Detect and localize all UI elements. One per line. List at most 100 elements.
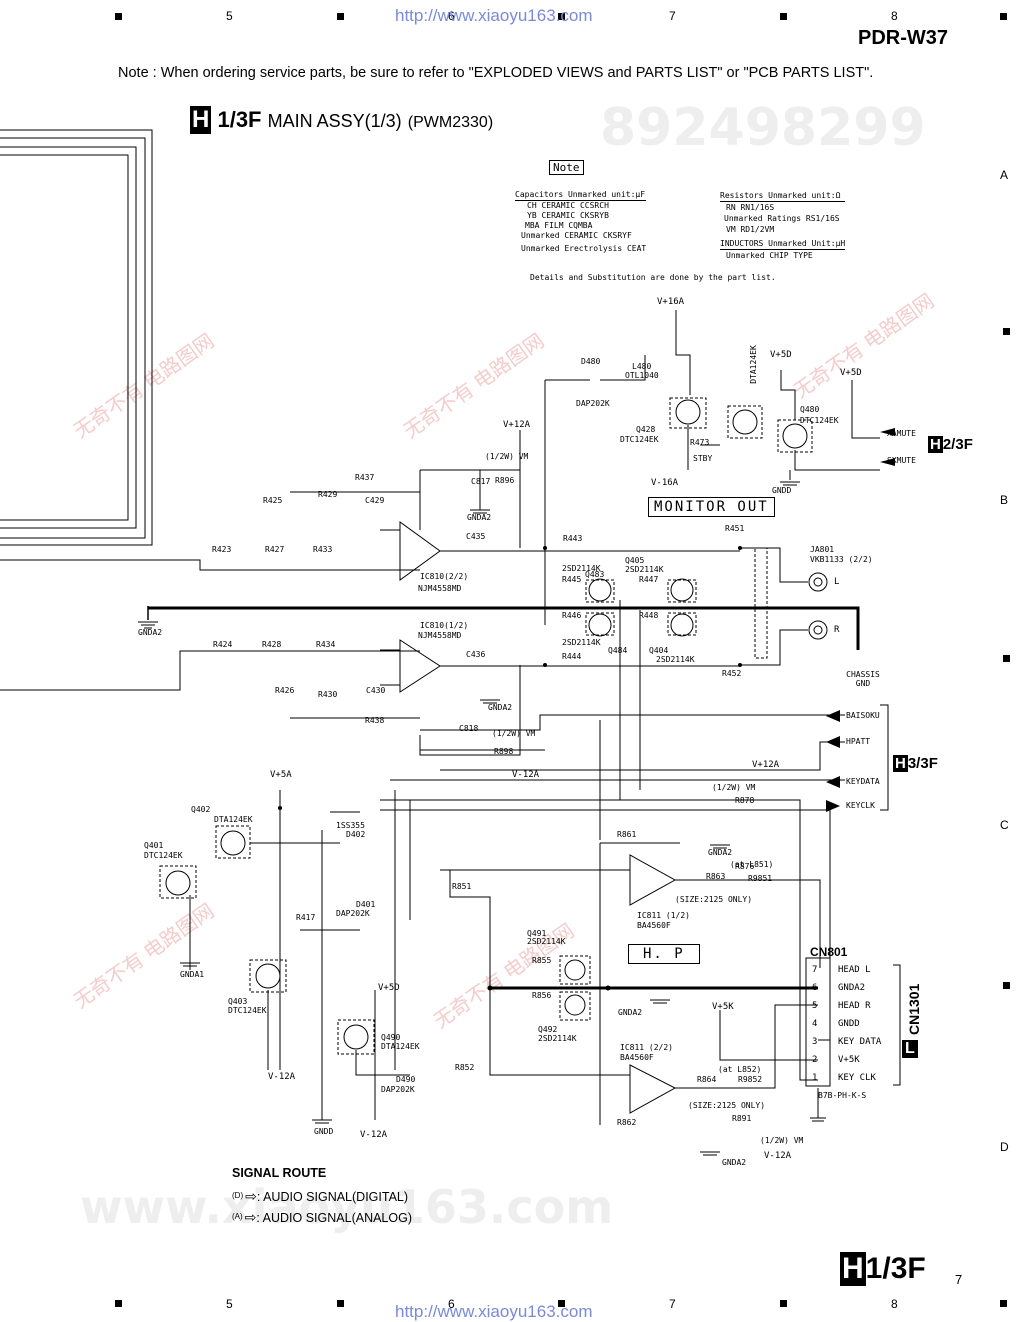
row-letter: A (1000, 168, 1009, 182)
connector-target-badge: L (902, 1040, 918, 1058)
component-label: (1/2W) VM (712, 783, 756, 792)
cap-title: Capacitors Unmarked unit:μF (515, 190, 647, 201)
column-number: 6 (448, 1297, 455, 1311)
ic811-part: BA4560F (637, 921, 671, 930)
component-label: R426 (275, 686, 294, 695)
jack-part: VKB1133 (2/2) (810, 555, 873, 564)
cap-line: Unmarked Erectrolysis CEAT (521, 244, 647, 253)
jack-r-center (813, 625, 823, 635)
offpage-arrow (826, 800, 840, 812)
part-outline (559, 955, 591, 985)
junction-dot (543, 663, 547, 667)
cap-line: CH CERAMIC CCSRCH (527, 201, 609, 210)
signal-route-item: (A)⇨: AUDIO SIGNAL(ANALOG) (232, 1209, 412, 1225)
component-label: R473 (690, 438, 709, 447)
component-label: R851 (452, 882, 471, 891)
column-number: 6 (448, 9, 455, 23)
ic810-2-label: IC810(2/2) (420, 572, 469, 581)
ground-symbol (138, 621, 158, 629)
column-number: 7 (669, 1297, 676, 1311)
offpage-frac: 3/3F (907, 755, 938, 772)
component-label: (1/2W) VM (760, 1136, 804, 1145)
wire (440, 550, 740, 667)
transistor-q483 (588, 578, 612, 602)
cap-line: Unmarked CERAMIC CKSRYF (521, 231, 632, 240)
transistor-q405 (670, 578, 694, 602)
component-label: R428 (262, 640, 281, 649)
res-title: Resistors Unmarked unit:Ω (720, 190, 846, 202)
jack-r (808, 620, 828, 640)
ic810-part: NJM4558MD (418, 631, 462, 640)
part-outline (559, 991, 591, 1021)
ground-bus (148, 606, 860, 650)
rail-label: V+5D (378, 983, 400, 993)
wire (599, 600, 641, 840)
component-label: 1SS355 (336, 821, 365, 830)
component-label: R446 (562, 611, 581, 620)
crop-mark (115, 13, 122, 20)
part-outline (727, 405, 763, 439)
component-label: R429 (318, 490, 337, 499)
component-label: C435 (466, 532, 485, 541)
jack-name: JA801 (810, 545, 835, 554)
parts-note: Note : When ordering service parts, be s… (118, 65, 874, 81)
hp-label: H. P (628, 944, 700, 964)
rail-label: V+12A (752, 760, 780, 770)
column-number: 8 (891, 9, 898, 23)
frame-line (0, 146, 137, 529)
crop-mark (558, 1300, 565, 1307)
opamp-ic810-2 (399, 521, 441, 581)
component-label: R891 (732, 1114, 751, 1123)
component-label: DTA124EK (214, 815, 253, 824)
offpage-signal: KEYCLK (846, 801, 875, 810)
jack-l-label: L (834, 577, 840, 587)
component-label: DTA124EK (381, 1042, 420, 1051)
wire (687, 425, 720, 470)
wire (394, 790, 411, 1070)
transistor-q428 (675, 399, 701, 425)
wire (599, 842, 680, 1125)
component-label: DTC124EK (228, 1006, 267, 1015)
crop-mark (337, 1300, 344, 1307)
rail-label: V-12A (764, 1151, 792, 1161)
opamp-ic811-1 (629, 854, 677, 906)
wire (0, 650, 420, 691)
rail-label: V+5K (712, 1002, 734, 1012)
component-label: DAP202K (336, 909, 370, 918)
component-label: R9851 (748, 874, 772, 883)
page-number: 7 (955, 1272, 963, 1287)
component-label: R452 (722, 669, 741, 678)
at-note: (at L852) (718, 1065, 762, 1074)
row-letter: D (1000, 1140, 1009, 1154)
component-label: Q428 (636, 425, 655, 434)
row-letter: C (1000, 818, 1009, 832)
ground-label: GNDA2 (488, 703, 513, 712)
component-label: D490 (396, 1075, 415, 1084)
component-label: R417 (296, 913, 315, 922)
transistor-q481 (732, 409, 758, 435)
column-number: 5 (226, 1297, 233, 1311)
component-label: DTC124EK (144, 851, 183, 860)
watermark-site: www.xiaoyu163.com (80, 1180, 614, 1234)
title-badge: H (190, 106, 212, 134)
component-label: DAP202K (381, 1085, 415, 1094)
crop-mark (1000, 13, 1007, 20)
cap-line: MBA FILM CQMBA (525, 221, 593, 230)
junction-dot (738, 546, 742, 550)
component-label: Q401 (144, 841, 163, 850)
transistor-q404 (670, 613, 694, 637)
transistor-label: Q483 (585, 570, 605, 579)
offpage-arrow (826, 776, 840, 788)
transistor-label: Q484 (608, 646, 628, 655)
component-label: R423 (212, 545, 231, 554)
component-label: R856 (532, 991, 551, 1000)
ground-label: GNDA2 (138, 628, 163, 637)
component-label: (1/2W) VM (492, 729, 536, 738)
title-name: MAIN ASSY(1/3) (267, 111, 402, 131)
signal-route-list: (D)⇨: AUDIO SIGNAL(DIGITAL) (A)⇨: AUDIO … (232, 1186, 412, 1228)
offpage-signal: BAISOKU (846, 711, 880, 720)
component-label: D480 (581, 357, 600, 366)
